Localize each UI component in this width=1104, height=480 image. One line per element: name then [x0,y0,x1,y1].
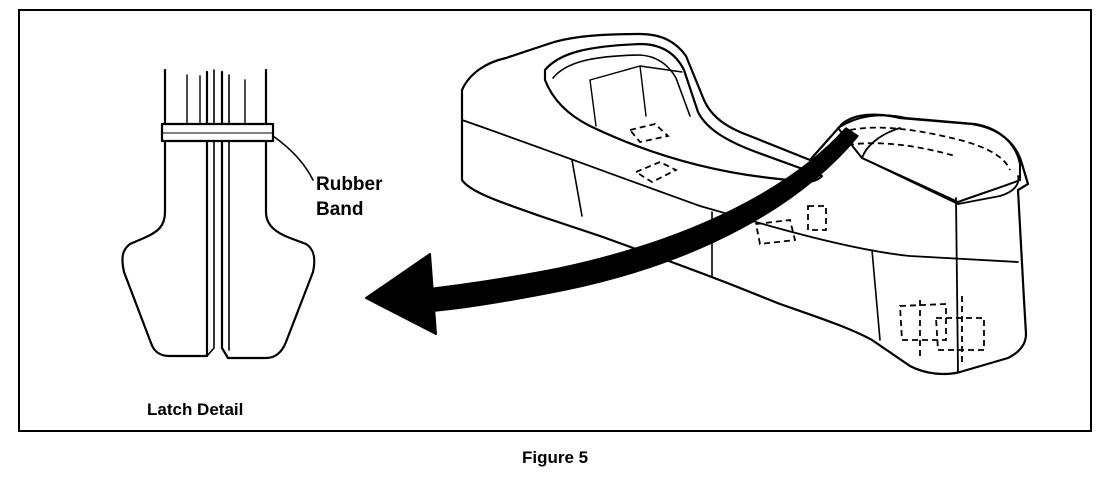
holster-flap [837,114,1021,203]
rubber-band-leader [272,135,314,181]
latch-detail-label: Latch Detail [147,400,244,419]
holster-illustration [460,32,1030,376]
holster-seam [461,119,1019,263]
latch-right-prong [220,68,316,360]
latch-detail-illustration [121,68,316,360]
arrow-head [365,253,437,335]
holster-body-outline [460,32,1030,376]
holster-opening [543,42,824,184]
rubber-band-label-line2: Band [316,199,364,220]
figure-frame [18,9,1092,432]
figure-caption: Figure 5 [522,448,589,467]
rubber-band-label-line1: Rubber [316,174,383,195]
latch-left-prong-inner [206,69,215,357]
arrow-shaft [419,127,859,313]
latch-left-prong [121,68,209,358]
hidden-latch-details [628,123,1011,366]
direction-arrow [365,127,859,335]
